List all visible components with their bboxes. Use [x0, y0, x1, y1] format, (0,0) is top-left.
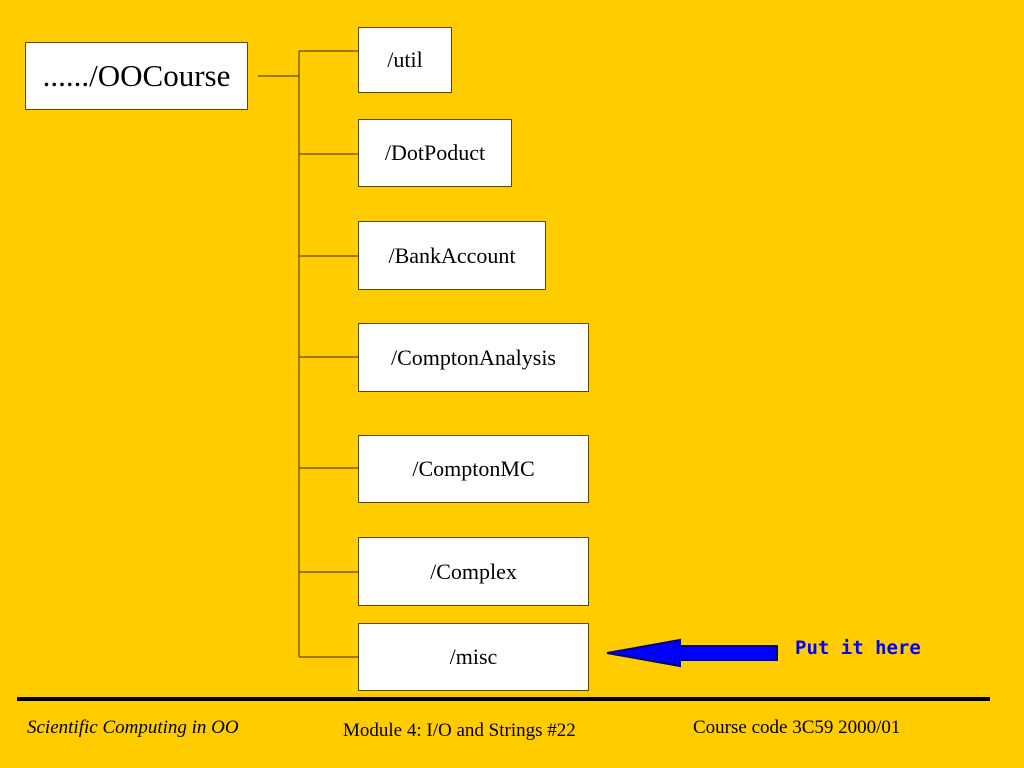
directory-misc: /misc	[358, 623, 589, 691]
directory-util: /util	[358, 27, 452, 93]
put-it-here-note: Put it here	[795, 637, 921, 659]
footer-course-code: Course code 3C59 2000/01	[693, 717, 901, 738]
left-arrow-icon	[606, 638, 778, 668]
directory-bankaccount: /BankAccount	[358, 221, 546, 290]
footer-divider	[17, 697, 990, 701]
directory-complex: /Complex	[358, 537, 589, 606]
directory-dotproduct: /DotPoduct	[358, 119, 512, 187]
directory-comptonmc: /ComptonMC	[358, 435, 589, 503]
directory-comptonanalysis: /ComptonAnalysis	[358, 323, 589, 392]
root-directory-box: ....../OOCourse	[25, 42, 248, 110]
footer-module-info: Module 4: I/O and Strings #22	[343, 720, 576, 741]
footer-course-title: Scientific Computing in OO	[27, 717, 239, 738]
